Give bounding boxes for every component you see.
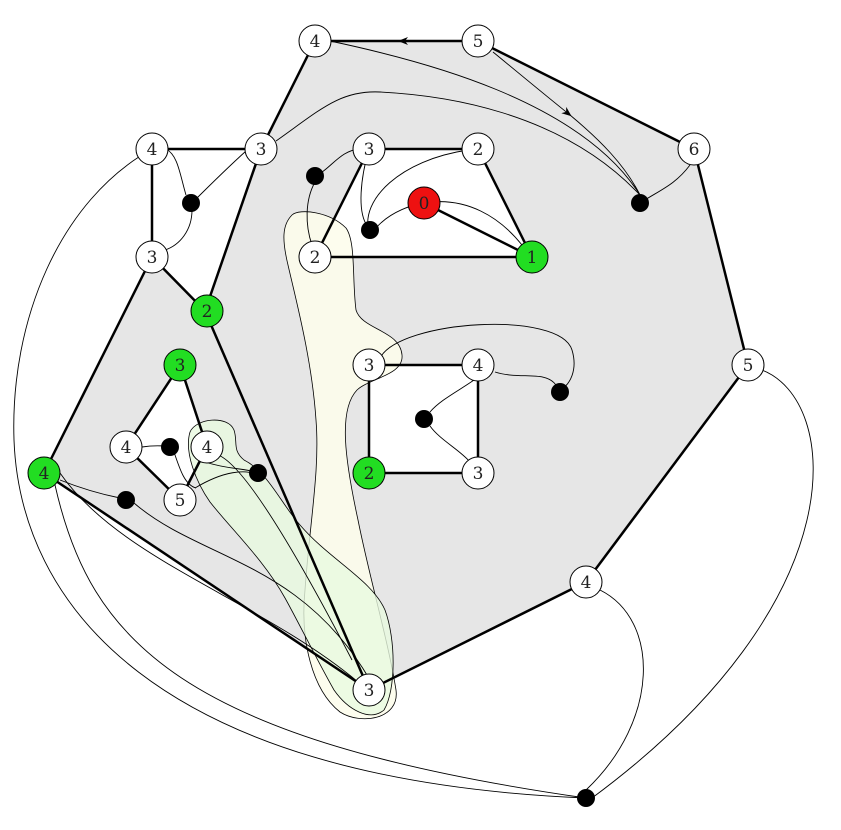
node-label: 4 (121, 438, 132, 458)
black-dot (551, 383, 569, 401)
node-label: 3 (175, 356, 186, 376)
black-dot (249, 464, 267, 482)
gray-face-region (44, 41, 748, 690)
small-node-top: 3 (163, 348, 197, 382)
tri-node-top-right: 2 (461, 132, 495, 166)
black-dot (631, 194, 649, 212)
inner-node-left-mid: 2 (190, 294, 224, 328)
node-label: 2 (310, 248, 321, 268)
node-label: 3 (364, 356, 375, 376)
tri-node-bottom-left: 2 (298, 240, 332, 274)
black-dot (161, 438, 179, 456)
node-label: 3 (473, 464, 484, 484)
node-label: 5 (175, 491, 186, 511)
node-label: 4 (581, 573, 592, 593)
inner-node-left-lower: 3 (135, 240, 169, 274)
node-label: 3 (364, 140, 375, 160)
outer-node-right: 5 (731, 348, 765, 382)
node-label: 1 (527, 248, 538, 268)
tri-node-red: 0 (407, 186, 441, 220)
small-node-left: 4 (109, 430, 143, 464)
node-label: 4 (473, 356, 484, 376)
node-label: 6 (689, 140, 700, 160)
outer-node-bottom: 3 (352, 673, 386, 707)
node-label: 3 (147, 248, 158, 268)
node-label: 0 (419, 194, 430, 214)
small-node-bottom: 5 (163, 483, 197, 517)
tri-node-bottom-right: 1 (515, 240, 549, 274)
node-label: 2 (202, 302, 213, 322)
outer-node-top-right: 5 (461, 24, 495, 58)
sq-node-bottom-right: 3 (461, 456, 495, 490)
node-label: 3 (364, 681, 375, 701)
node-label: 4 (39, 464, 50, 484)
black-dot (415, 410, 433, 428)
black-dots (117, 167, 649, 807)
node-label: 4 (310, 32, 321, 52)
black-dot (117, 491, 135, 509)
outer-node-right-top: 6 (677, 132, 711, 166)
black-dot (577, 789, 595, 807)
node-label: 2 (473, 140, 484, 160)
sq-node-bottom-left: 2 (352, 456, 386, 490)
sq-node-top-left: 3 (352, 348, 386, 382)
node-label: 5 (473, 32, 484, 52)
node-label: 4 (202, 438, 213, 458)
outer-node-left: 4 (27, 456, 61, 490)
small-node-right: 4 (190, 430, 224, 464)
node-label: 2 (364, 464, 375, 484)
node-label: 3 (256, 140, 267, 160)
tri-node-top-left: 3 (352, 132, 386, 166)
inner-node-top-left-corner: 4 (135, 132, 169, 166)
outer-node-top-left: 4 (298, 24, 332, 58)
black-dot (306, 167, 324, 185)
black-dot (182, 194, 200, 212)
inner-node-top-junction: 3 (244, 132, 278, 166)
outer-node-bottom-right: 4 (569, 565, 603, 599)
node-label: 5 (743, 356, 754, 376)
sq-node-top-right: 4 (461, 348, 495, 382)
node-label: 4 (147, 140, 158, 160)
black-dot (361, 221, 379, 239)
